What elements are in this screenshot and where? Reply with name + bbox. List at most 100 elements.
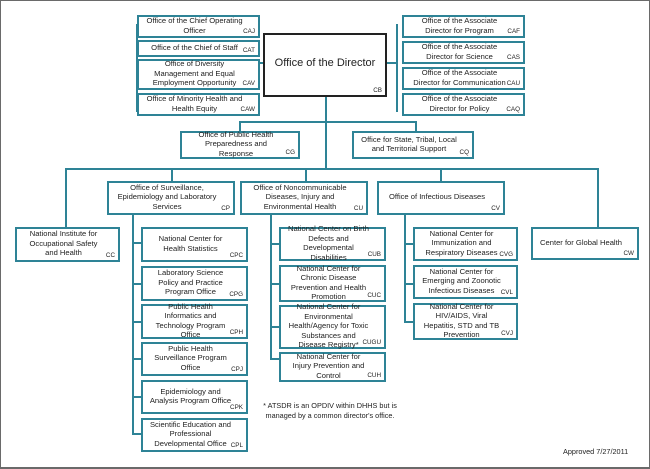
connector: [270, 243, 280, 245]
box-code: CAF: [507, 28, 520, 35]
connector: [132, 321, 142, 323]
box-label: Laboratory Science Policy and Practice P…: [157, 268, 224, 297]
center-cpj[interactable]: Public Health Surveillance Program Offic…: [141, 342, 248, 376]
center-cuh[interactable]: National Center for Injury Prevention an…: [279, 352, 386, 382]
connector: [404, 321, 414, 323]
box-code: CAJ: [243, 28, 255, 35]
box-label: National Center for Emerging and Zoonoti…: [422, 266, 501, 295]
box-code: CW: [623, 250, 635, 257]
connector: [386, 62, 398, 64]
center-cuc[interactable]: National Center for Chronic Disease Prev…: [279, 263, 386, 302]
box-label: Office of Public Health Preparedness and…: [198, 129, 274, 158]
connector: [132, 242, 142, 244]
box-label: Office of the Chief Operating Officer: [146, 16, 243, 35]
center-cvj[interactable]: National Center for HIV/AIDS, Viral Hepa…: [413, 301, 518, 340]
center-cugu[interactable]: National Center for Environmental Health…: [279, 302, 386, 350]
box-label: National Center for HIV/AIDS, Viral Hepa…: [423, 301, 500, 340]
connector: [597, 168, 599, 228]
connector: [239, 121, 417, 123]
box-code: CUB: [367, 251, 381, 258]
box-label: National Center for Chronic Disease Prev…: [290, 263, 367, 302]
approval-date: Approved 7/27/2011: [563, 447, 629, 456]
box-label: Office of Surveillance, Epidemiology and…: [117, 182, 217, 211]
box-label: National Center on Birth Defects and Dev…: [287, 224, 370, 262]
box-code: CAU: [506, 80, 520, 87]
staff-office-cav[interactable]: Office of Diversity Management and Equal…: [137, 59, 260, 90]
connector: [325, 96, 327, 168]
box-code: CP: [221, 205, 230, 212]
box-label: Office of Noncommunicable Diseases, Inju…: [253, 182, 347, 211]
box-label: National Center for Environmental Health…: [288, 302, 369, 350]
connector: [270, 283, 280, 285]
box-label: Office of Infectious Diseases: [388, 192, 486, 202]
center-for-global-health[interactable]: Center for Global Health CW: [531, 227, 639, 260]
connector: [305, 168, 307, 182]
box-code: CPL: [230, 442, 243, 449]
connector: [65, 168, 599, 170]
office-of-the-director[interactable]: Office of the Director CB: [263, 33, 387, 97]
connector: [132, 396, 142, 398]
box-label: Public Health Surveillance Program Offic…: [154, 343, 227, 372]
box-code: CAQ: [506, 106, 520, 113]
box-label: National Center for Injury Prevention an…: [292, 351, 365, 380]
box-code: CPC: [229, 252, 243, 259]
office-cq[interactable]: Office for State, Tribal, Local and Terr…: [352, 131, 474, 159]
box-label: Office of the Associate Director for Pol…: [421, 94, 498, 113]
box-label: Office of the Associate Director for Sci…: [421, 42, 498, 61]
staff-office-cat[interactable]: Office of the Chief of Staff CAT: [137, 40, 260, 57]
staff-office-caf[interactable]: Office of the Associate Director for Pro…: [402, 15, 525, 38]
connector: [270, 358, 280, 360]
box-label: Public Health Informatics and Technology…: [155, 301, 226, 340]
box-label: Epidemiology and Analysis Program Office: [149, 386, 232, 406]
connector: [404, 243, 414, 245]
connector: [270, 326, 280, 328]
box-label: Scientific Education and Professional De…: [149, 419, 232, 448]
office-cg[interactable]: Office of Public Health Preparedness and…: [180, 129, 300, 159]
box-label: Office of the Associate Director for Pro…: [421, 16, 498, 35]
box-label: Office of Diversity Management and Equal…: [152, 59, 237, 88]
box-label: Office of Minority Health and Health Equ…: [146, 94, 243, 113]
box-code: CUGU: [362, 339, 381, 346]
box-label: National Institute for Occupational Safe…: [29, 229, 98, 258]
box-code: CUC: [367, 292, 381, 299]
staff-office-caj[interactable]: Office of the Chief Operating Officer CA…: [137, 15, 260, 38]
box-code: CVL: [500, 289, 513, 296]
division-cp[interactable]: Office of Surveillance, Epidemiology and…: [107, 181, 235, 215]
box-code: CC: [105, 252, 115, 259]
staff-office-cau[interactable]: Office of the Associate Director for Com…: [402, 67, 525, 90]
box-code: CAV: [242, 80, 255, 87]
box-code: CQ: [459, 149, 469, 156]
center-cpg[interactable]: Laboratory Science Policy and Practice P…: [141, 266, 248, 301]
box-code: CV: [491, 205, 500, 212]
box-code: CUH: [367, 372, 381, 379]
niosh[interactable]: National Institute for Occupational Safe…: [15, 227, 120, 262]
box-label: National Center for Immunization and Res…: [425, 228, 498, 257]
division-cv[interactable]: Office of Infectious Diseases CV: [377, 181, 505, 215]
connector: [396, 24, 398, 112]
staff-office-caw[interactable]: Office of Minority Health and Health Equ…: [137, 93, 260, 116]
center-cpk[interactable]: Epidemiology and Analysis Program Office…: [141, 380, 248, 414]
staff-office-cas[interactable]: Office of the Associate Director for Sci…: [402, 41, 525, 64]
connector: [65, 168, 67, 228]
connector: [404, 215, 406, 323]
staff-office-caq[interactable]: Office of the Associate Director for Pol…: [402, 93, 525, 116]
box-code: CPG: [229, 291, 243, 298]
box-label: Office of the Director: [274, 57, 376, 69]
box-label: Office for State, Tribal, Local and Terr…: [361, 134, 457, 154]
center-cph[interactable]: Public Health Informatics and Technology…: [141, 301, 248, 340]
connector: [404, 283, 414, 285]
box-code: CAS: [507, 54, 520, 61]
center-cpc[interactable]: National Center for Health Statistics CP…: [141, 227, 248, 262]
box-code: CAW: [240, 106, 255, 113]
center-cpl[interactable]: Scientific Education and Professional De…: [141, 418, 248, 452]
center-cvg[interactable]: National Center for Immunization and Res…: [413, 227, 518, 261]
center-cub[interactable]: National Center on Birth Defects and Dev…: [279, 224, 386, 262]
box-label: National Center for Health Statistics: [158, 234, 223, 253]
connector: [132, 215, 134, 434]
division-cu[interactable]: Office of Noncommunicable Diseases, Inju…: [240, 181, 368, 215]
center-cvl[interactable]: National Center for Emerging and Zoonoti…: [413, 265, 518, 299]
box-code: CB: [373, 87, 382, 94]
box-code: CG: [285, 149, 295, 156]
box-code: CPH: [229, 329, 243, 336]
box-code: CU: [353, 205, 363, 212]
